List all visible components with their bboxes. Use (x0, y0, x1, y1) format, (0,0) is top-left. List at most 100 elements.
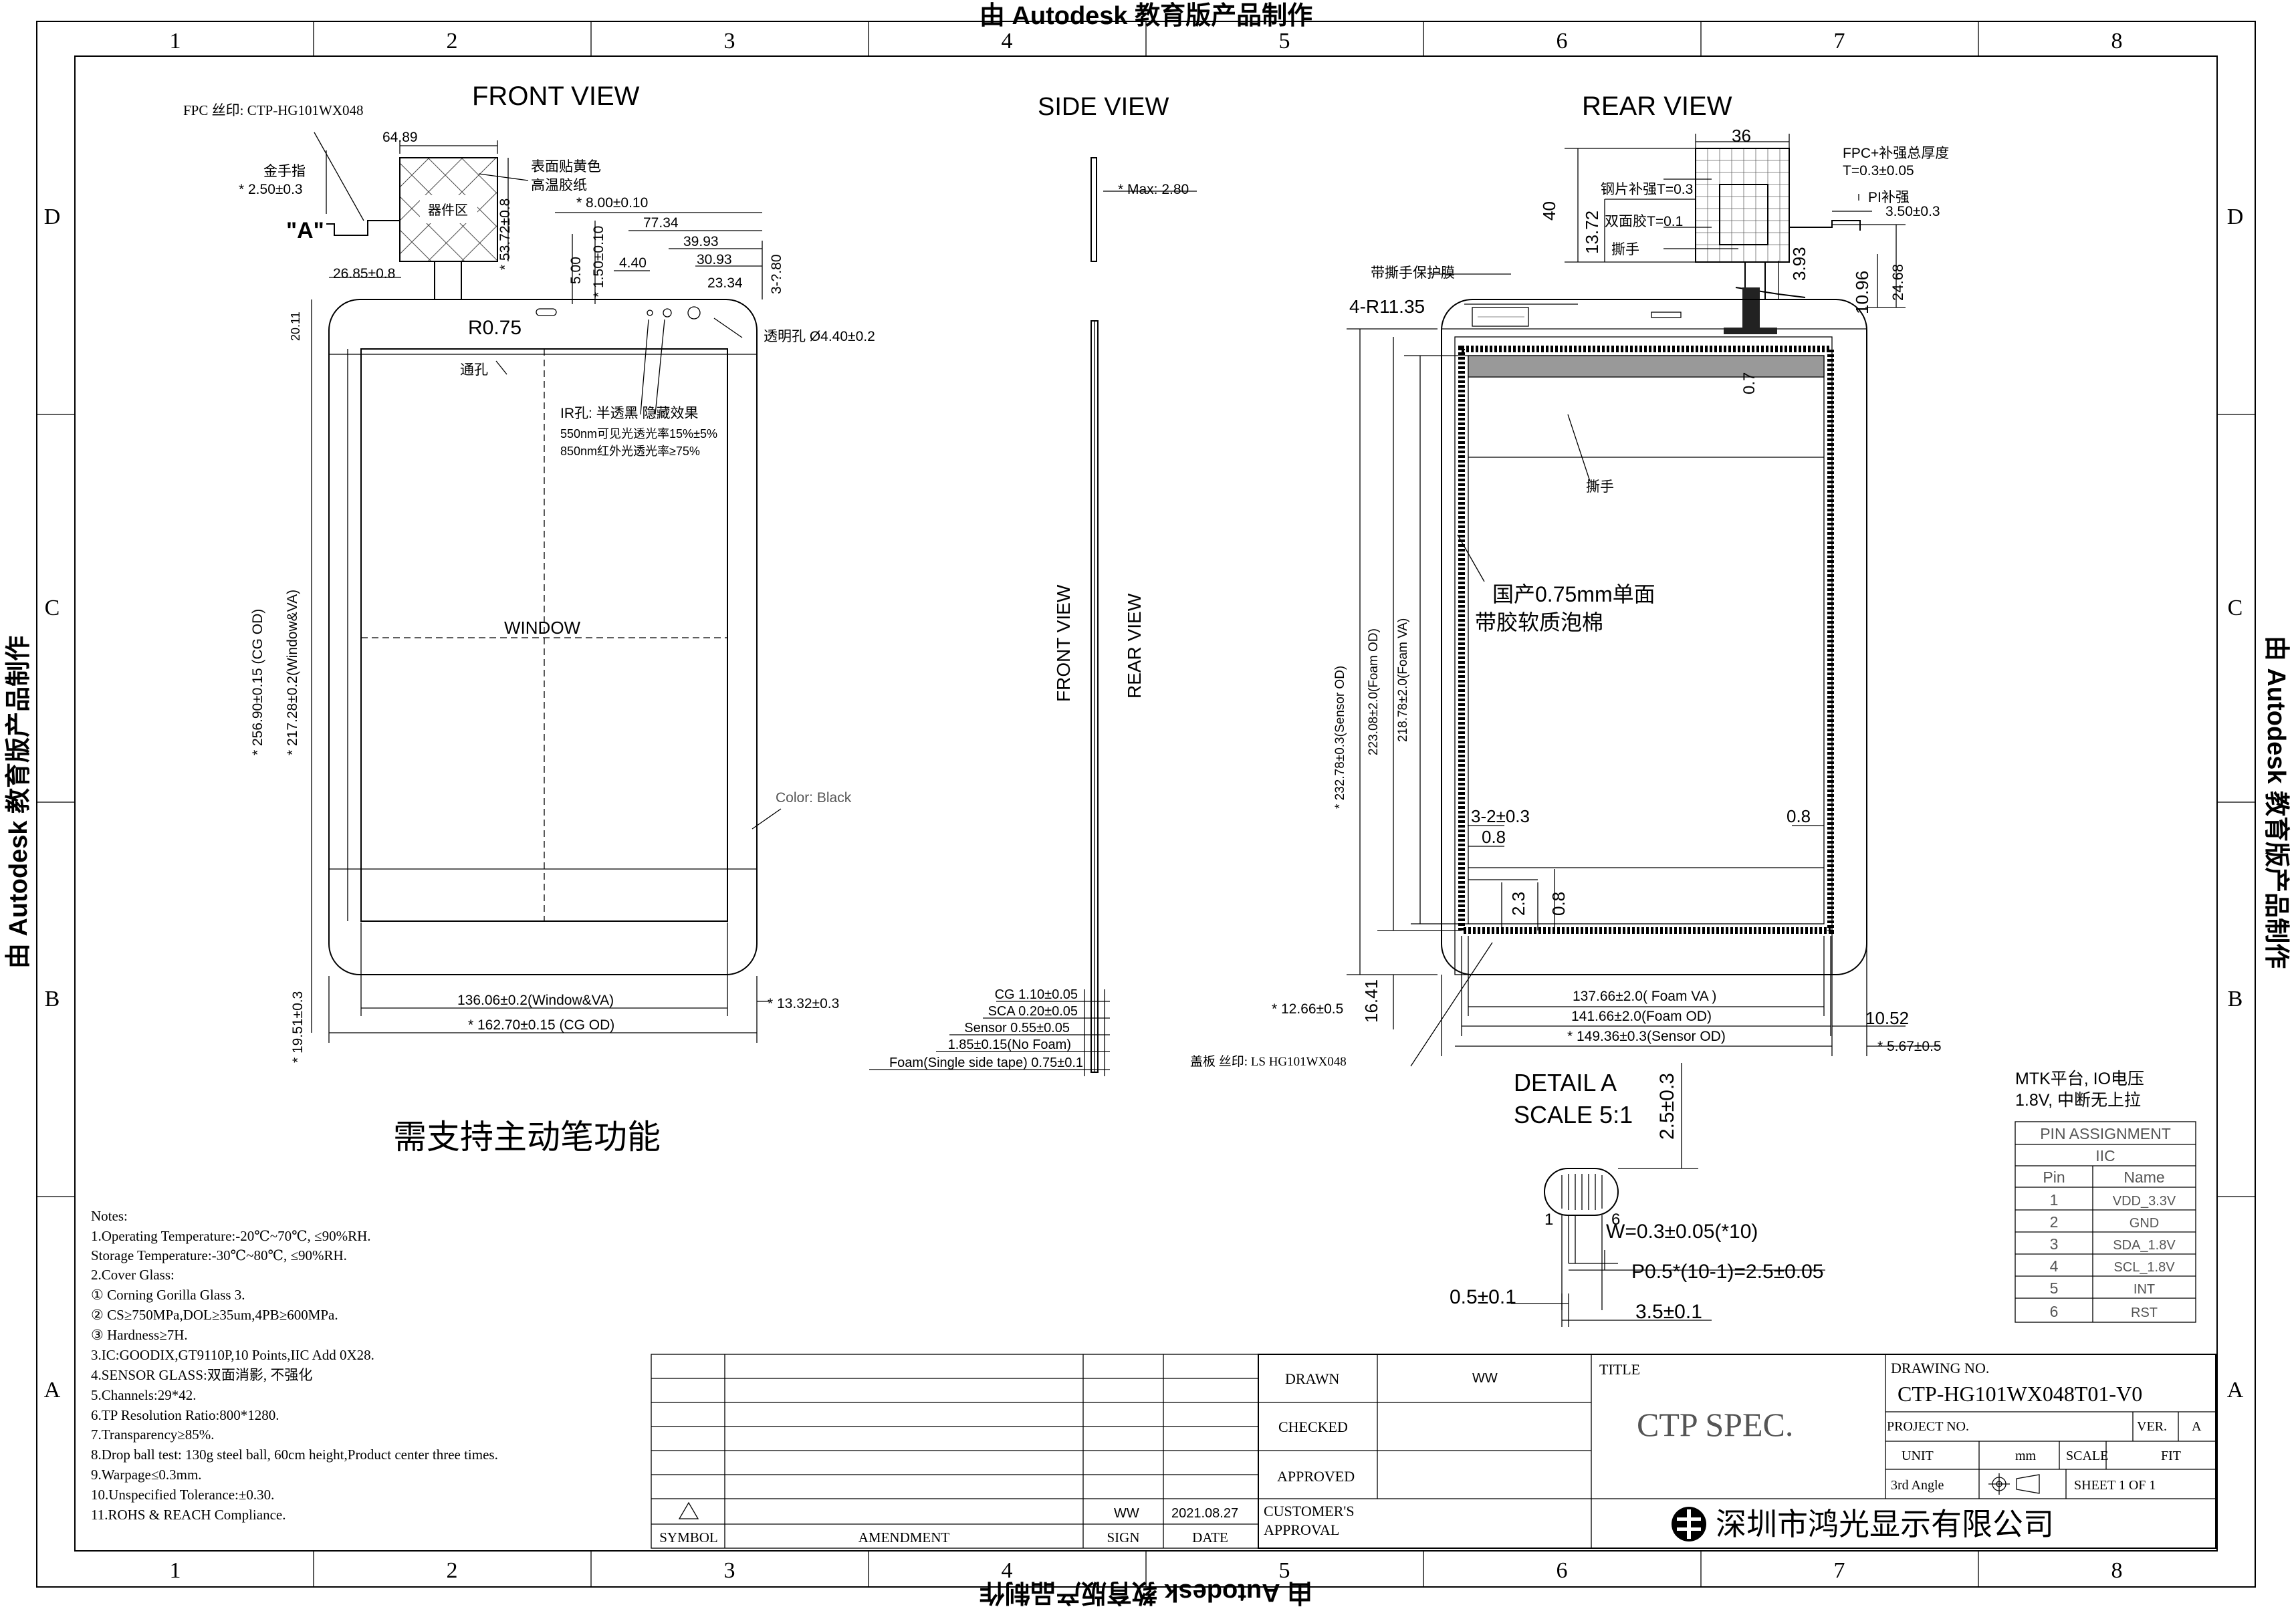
tb-drawing-no-label: DRAWING NO. (1891, 1360, 1989, 1376)
col-label-4: 4 (1002, 29, 1013, 53)
pin-row-4-pin: 4 (2050, 1257, 2059, 1275)
cover-glass-outline (328, 299, 758, 975)
side-view: * Max: 2.80 FRONT VIEW REAR VIEW CG 1.10… (869, 157, 1197, 1076)
double-tape-label: 双面胶T=0.1 (1605, 214, 1683, 229)
dim-217-28: * 217.28±0.2(Window&VA) (285, 590, 300, 755)
rear-dim-218-78: 218.78±2.0(Foam VA) (1396, 618, 1410, 742)
rear-dim-149-36: * 149.36±0.3(Sensor OD) (1567, 1029, 1726, 1044)
dim-53-72: * 53.72±0.8 (497, 199, 513, 270)
surface-note-1: 表面贴黄色 (531, 159, 601, 174)
tb-drawn-by: WW (1472, 1371, 1498, 1386)
pin-table-title: PIN ASSIGNMENT (2040, 1125, 2171, 1142)
stack-foam: Foam(Single side tape) 0.75±0.1 (889, 1056, 1083, 1070)
foam-frame (1458, 346, 1834, 934)
pin-row-2-name: GND (2130, 1216, 2159, 1231)
detail-pin-width: W=0.3±0.05(*10) (1606, 1221, 1758, 1243)
revision-date: 2021.08.27 (1171, 1506, 1238, 1521)
fpc-thickness-label-2: T=0.3±0.05 (1843, 163, 1914, 178)
note-line-7: 3.IC:GOODIX,GT9110P,10 Points,IIC Add 0X… (91, 1347, 374, 1363)
dim-3-7-80: 3-?.80 (769, 254, 784, 294)
side-rear-view-label: REAR VIEW (1124, 593, 1145, 699)
rear-dim-12-66: * 12.66±0.5 (1272, 1001, 1343, 1017)
tb-scale-label: SCALE (2066, 1449, 2108, 1463)
front-view: 器件区 WINDOW (183, 102, 875, 1156)
row-label-b: B (45, 987, 60, 1011)
pin-note-2: 1.8V, 中断无上拉 (2015, 1091, 2141, 1110)
rear-dim-0-8-left: 0.8 (1482, 827, 1506, 847)
rear-dim-5-67: * 5.67±0.5 (1877, 1039, 1942, 1054)
revision-table: WW 2021.08.27 SYMBOL AMENDMENT SIGN DATE (651, 1354, 1259, 1549)
dim-256-90: * 256.90±0.15 (CG OD) (250, 609, 265, 755)
row-label-d: D (44, 205, 61, 229)
fpc-thickness-label-1: FPC+补强总厚度 (1843, 146, 1949, 161)
company-logo-icon (1672, 1507, 1706, 1541)
projection-symbol-icon (1988, 1473, 2040, 1495)
rear-dim-3-93: 3.93 (1789, 247, 1809, 281)
tb-title-label: TITLE (1599, 1361, 1640, 1378)
note-line-13: 9.Warpage≤0.3mm. (91, 1467, 202, 1483)
component-area-label: 器件区 (428, 203, 468, 218)
pin-row-3-name: SDA_1.8V (2113, 1238, 2176, 1253)
dim-64-89: 64.89 (382, 130, 418, 145)
rear-glass-outline (1441, 299, 1867, 975)
dim-30-93: 30.93 (697, 252, 732, 267)
tb-checked-label: CHECKED (1278, 1418, 1348, 1435)
rear-dim-0-8-right: 0.8 (1787, 806, 1811, 826)
surface-note-2: 高温胶纸 (531, 178, 587, 193)
row-label-a: A (44, 1378, 61, 1402)
row-label-c-r: C (2228, 596, 2243, 620)
note-line-5: ② CS≥750MPa,DOL≥35um,4PB≥600MPa. (91, 1307, 338, 1323)
pin-row-3-pin: 3 (2050, 1235, 2059, 1253)
stack-sca: SCA 0.20±0.05 (988, 1004, 1078, 1019)
cover-silkscreen-label: 盖板 丝印: LS HG101WX048 (1190, 1054, 1347, 1069)
note-line-14: 10.Unspecified Tolerance:±0.30. (91, 1487, 274, 1503)
pin-row-1-name: VDD_3.3V (2113, 1194, 2176, 1209)
watermark-left: 由 Autodesk 教育版产品制作 (5, 636, 33, 969)
rear-dim-16-41: 16.41 (1361, 979, 1381, 1023)
pin-row-2-pin: 2 (2050, 1213, 2059, 1231)
detail-pin-6: 6 (1611, 1211, 1620, 1229)
through-hole-label: 通孔 (460, 362, 488, 378)
dim-162-70: * 162.70±0.15 (CG OD) (468, 1017, 614, 1033)
dim-77-34: 77.34 (643, 215, 679, 231)
detail-a-title: DETAIL A (1514, 1069, 1617, 1096)
tear-tab-label: 撕手 (1611, 242, 1639, 257)
rear-dim-13-72: 13.72 (1582, 211, 1602, 254)
pin-row-6-name: RST (2131, 1306, 2158, 1320)
gold-finger-label: 金手指 (263, 164, 306, 179)
dim-13-32: * 13.32±0.3 (768, 996, 839, 1011)
col-label-8b: 8 (2111, 1558, 2123, 1583)
stack-cg: CG 1.10±0.05 (995, 987, 1078, 1002)
tb-project-no-label: PROJECT NO. (1887, 1419, 1969, 1434)
tb-ver: A (2192, 1419, 2202, 1434)
row-label-c: C (45, 596, 60, 620)
detail-pin-1: 1 (1544, 1211, 1553, 1229)
note-line-11: 7.Transparency≥85%. (91, 1427, 215, 1443)
dim-8-00: * 8.00±0.10 (576, 195, 648, 211)
pin-table-bus: IIC (2095, 1147, 2115, 1164)
rear-dim-40: 40 (1539, 201, 1559, 221)
dim-1-50: * 1.50±0.10 (591, 226, 606, 297)
front-view-title: FRONT VIEW (472, 82, 640, 111)
revision-header-symbol: SYMBOL (659, 1529, 718, 1546)
rear-fpc-stiffener (1695, 148, 1790, 263)
watermark-bottom: 由 Autodesk 教育版产品制作 (980, 1578, 1312, 1606)
steel-stiffener-label: 钢片补强T=0.3 (1601, 182, 1693, 197)
col-label-1b: 1 (170, 1558, 181, 1583)
detail-dim-3-5: 3.5±0.1 (1635, 1301, 1702, 1323)
detail-dim-0-5: 0.5±0.1 (1450, 1286, 1516, 1308)
rear-dim-141-66: 141.66±2.0(Foam OD) (1571, 1009, 1712, 1024)
tb-approval-label: APPROVAL (1264, 1521, 1339, 1538)
pin-row-1-pin: 1 (2050, 1191, 2059, 1209)
drawing-border: 1 2 3 4 5 6 7 8 1 2 3 4 5 6 7 8 D C B A … (5, 2, 2290, 1606)
dim-5-00: 5.00 (568, 257, 584, 284)
note-line-15: 11.ROHS & REACH Compliance. (91, 1507, 285, 1523)
ir-hole-note-1: IR孔: 半透黑 隐藏效果 (560, 406, 699, 421)
foam-note-2: 带胶软质泡棉 (1475, 610, 1603, 634)
tb-company-name: 深圳市鸿光显示有限公司 (1716, 1507, 2054, 1541)
revision-header-amendment: AMENDMENT (858, 1529, 950, 1546)
protective-film-label: 带撕手保护膜 (1371, 265, 1455, 281)
col-label-8: 8 (2111, 29, 2123, 53)
clear-hole-label: 透明孔 Ø4.40±0.2 (764, 329, 875, 344)
revision-sign: WW (1114, 1506, 1139, 1521)
